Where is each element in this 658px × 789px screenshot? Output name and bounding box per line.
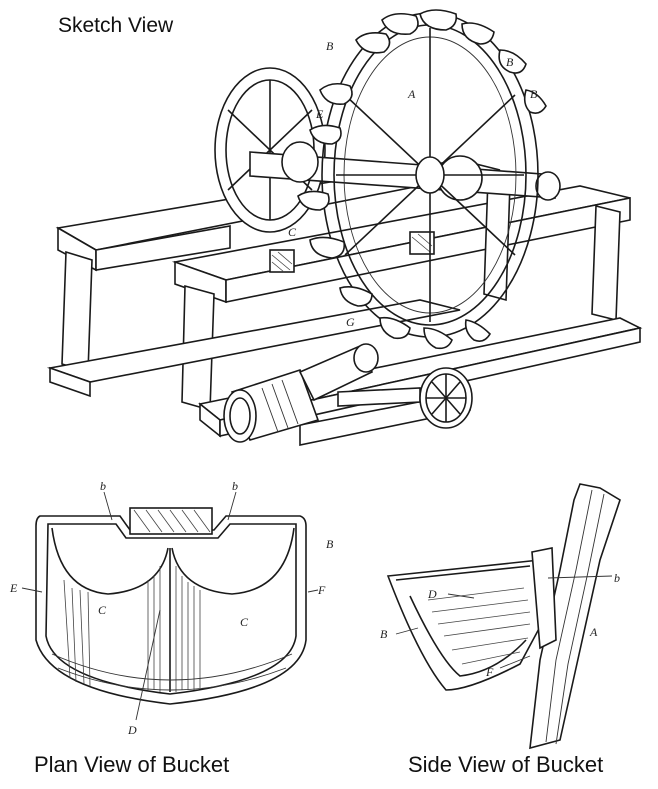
side-view-caption: Side View of Bucket (408, 752, 604, 777)
label-C-plan-left: C (98, 603, 107, 617)
label-D-plan: D (127, 723, 137, 737)
side-shading (427, 587, 531, 665)
label-A-wheel: A (407, 87, 416, 101)
label-B-top2: B (506, 55, 514, 69)
sketch-view: B B B A E C G (46, 9, 643, 446)
label-C-plan-right: C (240, 615, 249, 629)
label-C-hub: C (288, 225, 297, 239)
label-b-plan-right: b (232, 479, 238, 493)
sketch-view-caption: Sketch View (58, 14, 174, 37)
label-B-top1: B (326, 39, 334, 53)
rear-wheel (214, 67, 326, 233)
label-E-plan: E (9, 581, 18, 595)
side-view-of-bucket: D b B F A (380, 483, 621, 750)
label-b-plan-left: b (100, 479, 106, 493)
pump-assembly (223, 343, 473, 443)
label-E-wheel: E (315, 107, 324, 121)
label-A-side: A (589, 625, 598, 639)
label-G-bottom: G (346, 315, 355, 329)
plan-view-caption: Plan View of Bucket (34, 752, 230, 777)
label-B-side: B (380, 627, 388, 641)
label-B-plan: B (326, 537, 334, 551)
label-F-plan: F (317, 583, 326, 597)
label-B-top3: B (530, 87, 538, 101)
plan-view-of-bucket: b b B E F C C D (9, 479, 334, 737)
label-b-side: b (614, 571, 620, 585)
label-D-side: D (427, 587, 437, 601)
label-F-side: F (485, 665, 494, 679)
buckets (297, 9, 547, 350)
plan-shading (63, 566, 201, 692)
